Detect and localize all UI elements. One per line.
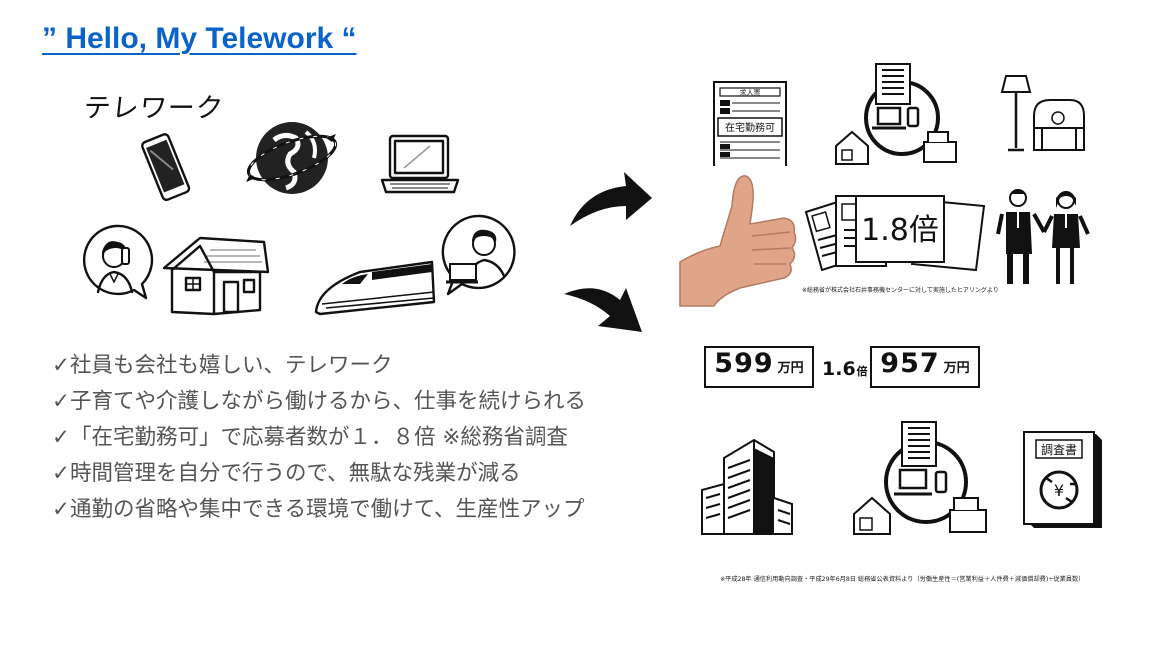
benefit-item: ✓子育てや介護しながら働けるから、仕事を続けられる xyxy=(52,389,587,414)
thumbs-up-hand-icon xyxy=(679,166,802,307)
telework-office-cycle-icon-2 xyxy=(853,421,987,535)
arrow-down-right-icon xyxy=(564,288,642,332)
report-label: 調査書 xyxy=(1041,443,1077,457)
multiplier-value: 1.6 xyxy=(822,358,856,380)
applicant-ratio-text: 1.8倍 xyxy=(861,213,939,248)
bullet-train-icon xyxy=(314,260,436,316)
multiplier-unit: 倍 xyxy=(856,365,868,378)
happy-workers-icon xyxy=(996,189,1090,284)
income-before-box: 599 万円 xyxy=(704,346,814,388)
person-phone-bubble-icon xyxy=(82,224,154,300)
productivity-multiplier: 1.6倍 xyxy=(822,358,868,380)
income-before-value: 599 xyxy=(714,348,774,379)
benefit-list: ✓社員も会社も嬉しい、テレワーク ✓子育てや介護しながら働けるから、仕事を続けら… xyxy=(52,348,586,528)
house-icon xyxy=(162,236,270,316)
smartphone-icon xyxy=(141,133,191,202)
slide-title: ” Hello, My Telework “ xyxy=(42,22,357,55)
laptop-icon xyxy=(380,134,460,194)
telework-label: テレワーク xyxy=(82,93,226,124)
income-before-unit: 万円 xyxy=(777,361,804,376)
benefit-item: ✓通勤の省略や集中できる環境で働けて、生産性アップ xyxy=(52,497,585,522)
benefit-item: ✓時間管理を自分で行うので、無駄な残業が減る xyxy=(52,461,521,486)
job-ad-header: 求人票 xyxy=(740,88,761,97)
person-laptop-bubble-icon xyxy=(441,214,516,296)
office-buildings-icon xyxy=(701,438,793,535)
applicants-footnote: ※総務省が株式会社石井事務機センターに対して実施したヒアリングより xyxy=(802,287,999,294)
telework-office-cycle-icon xyxy=(835,63,957,165)
income-after-box: 957 万円 xyxy=(870,346,980,388)
lamp-sofa-icon xyxy=(1000,75,1085,152)
arrow-up-right-icon xyxy=(570,172,652,226)
income-after-value: 957 xyxy=(880,348,940,379)
job-ad-sheet: 求人票 在宅勤務可 xyxy=(713,81,787,171)
income-after-unit: 万円 xyxy=(943,361,970,376)
job-ad-highlight: 在宅勤務可 xyxy=(725,121,775,134)
applicant-papers-icon: 1.8倍 xyxy=(804,195,986,272)
survey-report-book-icon: 調査書 ¥ xyxy=(1023,431,1102,528)
globe-icon xyxy=(246,122,338,194)
benefit-item: ✓「在宅勤務可」で応募者数が１．８倍 ※総務省調査 xyxy=(52,425,568,450)
svg-text:¥: ¥ xyxy=(1054,481,1064,500)
productivity-footnote: ※平成28年 通信利用動向調査・平成29年6月8日 総務省公表資料より（労働生産… xyxy=(720,576,1085,583)
benefit-item: ✓社員も会社も嬉しい、テレワーク xyxy=(52,353,393,378)
